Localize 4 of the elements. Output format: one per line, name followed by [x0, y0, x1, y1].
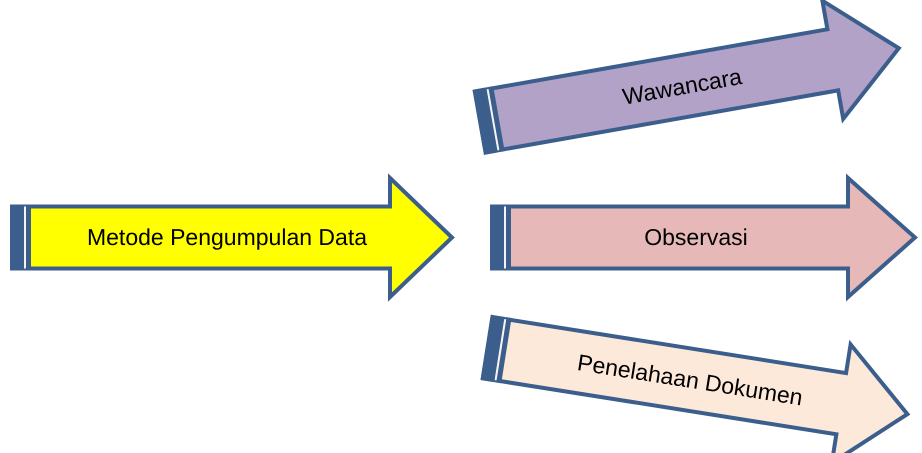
arrow-label: Wawancara: [620, 62, 744, 110]
arrow-label: Observasi: [644, 224, 748, 251]
arrow-label: Metode Pengumpulan Data: [86, 224, 368, 251]
arrow-label: Penelahaan Dokumen: [576, 348, 805, 411]
